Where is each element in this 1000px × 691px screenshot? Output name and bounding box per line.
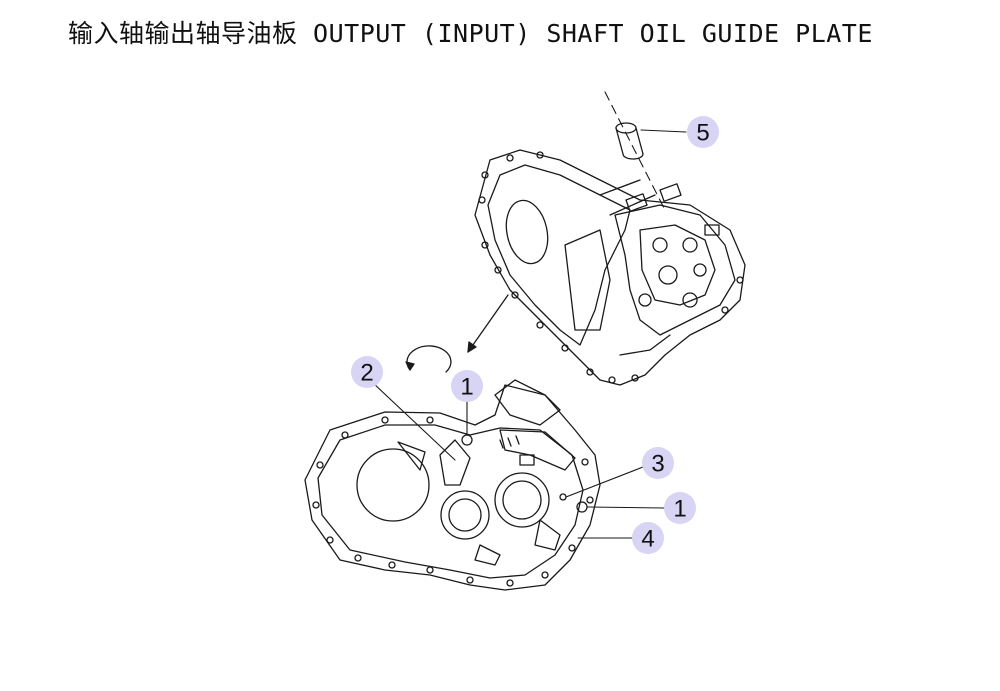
callout-2: 2 bbox=[351, 356, 383, 388]
callout-1-top: 1 bbox=[451, 370, 483, 402]
svg-text:1: 1 bbox=[673, 496, 686, 523]
rotation-arrow-icon bbox=[405, 345, 452, 373]
shaft-axis-dashed-line bbox=[604, 91, 666, 211]
page-title: 输入轴输出轴导油板 OUTPUT (INPUT) SHAFT OIL GUIDE… bbox=[68, 19, 873, 48]
callout-5: 5 bbox=[687, 116, 719, 148]
callout-3: 3 bbox=[642, 447, 674, 479]
callout-4: 4 bbox=[632, 522, 664, 554]
callout-1-right: 1 bbox=[664, 492, 696, 524]
part-5-sleeve bbox=[615, 122, 644, 160]
leader-lines bbox=[371, 129, 687, 539]
svg-text:1: 1 bbox=[460, 374, 473, 401]
svg-text:3: 3 bbox=[651, 451, 664, 478]
clutch-housing-upper bbox=[474, 149, 746, 386]
transmission-case-lower bbox=[304, 379, 601, 591]
svg-text:4: 4 bbox=[641, 526, 654, 553]
svg-text:5: 5 bbox=[696, 120, 709, 147]
assembly-arrow bbox=[467, 294, 509, 353]
svg-text:2: 2 bbox=[360, 360, 373, 387]
